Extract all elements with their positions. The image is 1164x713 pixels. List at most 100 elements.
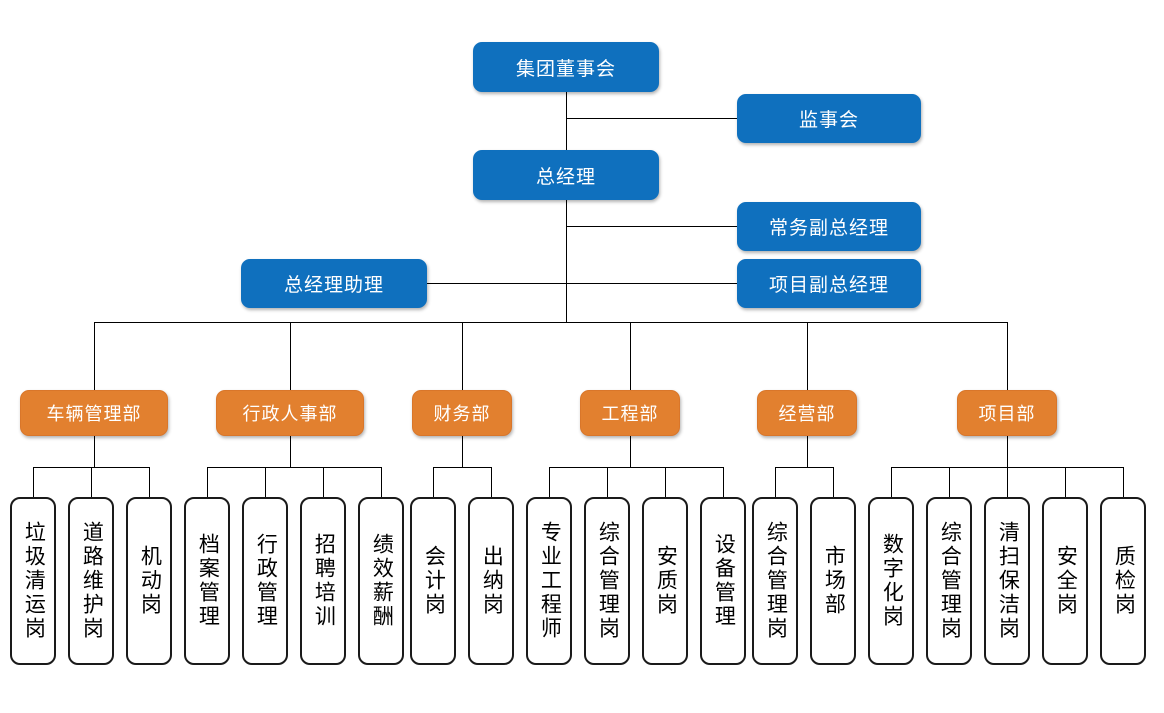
dept4-leaf-drop-4 xyxy=(723,467,724,497)
department-operations[interactable]: 经营部 xyxy=(757,390,857,436)
position-label: 数字化岗 xyxy=(880,533,904,629)
position-label: 市场部 xyxy=(822,545,846,617)
position-box[interactable]: 安质岗 xyxy=(642,497,688,665)
department-admin-hr[interactable]: 行政人事部 xyxy=(216,390,364,436)
connector-spine-to-executive-vice-gm xyxy=(566,226,737,227)
dept5-stem xyxy=(807,436,808,467)
position-box[interactable]: 档案管理 xyxy=(184,497,230,665)
department-drop-5 xyxy=(807,322,808,390)
position-label: 行政管理 xyxy=(254,533,278,629)
dept4-bus xyxy=(549,467,724,468)
node-label: 常务副总经理 xyxy=(768,218,889,239)
department-drop-1 xyxy=(94,322,95,390)
dept5-leaf-drop-1 xyxy=(775,467,776,497)
position-label: 档案管理 xyxy=(196,533,220,629)
department-drop-2 xyxy=(290,322,291,390)
position-box[interactable]: 绩效薪酬 xyxy=(358,497,404,665)
node-label: 总经理助理 xyxy=(283,275,384,296)
dept1-stem xyxy=(94,436,95,467)
position-box[interactable]: 安全岗 xyxy=(1042,497,1088,665)
position-box[interactable]: 综合管理岗 xyxy=(926,497,972,665)
department-bus-left xyxy=(94,322,566,323)
dept6-leaf-drop-3 xyxy=(1007,467,1008,497)
dept6-leaf-drop-2 xyxy=(949,467,950,497)
position-label: 招聘培训 xyxy=(312,533,336,629)
dept4-leaf-drop-1 xyxy=(549,467,550,497)
department-label: 行政人事部 xyxy=(242,404,338,424)
node-board-of-directors[interactable]: 集团董事会 xyxy=(473,42,659,92)
position-box[interactable]: 市场部 xyxy=(810,497,856,665)
dept4-leaf-drop-2 xyxy=(607,467,608,497)
position-label: 绩效薪酬 xyxy=(370,533,394,629)
department-drop-3 xyxy=(462,322,463,390)
node-gm-assistant[interactable]: 总经理助理 xyxy=(241,259,427,308)
position-box[interactable]: 质检岗 xyxy=(1100,497,1146,665)
position-box[interactable]: 出纳岗 xyxy=(468,497,514,665)
node-project-vice-gm[interactable]: 项目副总经理 xyxy=(737,259,921,308)
department-project[interactable]: 项目部 xyxy=(957,390,1057,436)
dept6-leaf-drop-4 xyxy=(1065,467,1066,497)
department-vehicle-management[interactable]: 车辆管理部 xyxy=(20,390,168,436)
dept6-leaf-drop-1 xyxy=(891,467,892,497)
dept2-leaf-drop-3 xyxy=(323,467,324,497)
node-executive-vice-gm[interactable]: 常务副总经理 xyxy=(737,202,921,251)
node-supervisory-board[interactable]: 监事会 xyxy=(737,94,921,143)
department-finance[interactable]: 财务部 xyxy=(412,390,512,436)
node-general-manager[interactable]: 总经理 xyxy=(473,150,659,200)
position-label: 出纳岗 xyxy=(480,545,504,617)
position-box[interactable]: 数字化岗 xyxy=(868,497,914,665)
position-label: 清扫保洁岗 xyxy=(996,521,1020,641)
department-label: 工程部 xyxy=(601,404,659,424)
connector-gm-spine-down xyxy=(566,200,567,323)
dept5-leaf-drop-2 xyxy=(833,467,834,497)
department-label: 经营部 xyxy=(778,404,836,424)
department-label: 项目部 xyxy=(978,404,1036,424)
position-box[interactable]: 垃圾清运岗 xyxy=(10,497,56,665)
position-label: 设备管理 xyxy=(712,533,736,629)
position-label: 综合管理岗 xyxy=(938,521,962,641)
dept2-bus xyxy=(207,467,382,468)
connector-gm-assistant-to-spine xyxy=(427,283,566,284)
node-label: 集团董事会 xyxy=(515,58,616,80)
position-box[interactable]: 行政管理 xyxy=(242,497,288,665)
position-box[interactable]: 道路维护岗 xyxy=(68,497,114,665)
department-label: 车辆管理部 xyxy=(46,404,142,424)
position-box[interactable]: 设备管理 xyxy=(700,497,746,665)
department-drop-6 xyxy=(1007,322,1008,390)
dept4-leaf-drop-3 xyxy=(665,467,666,497)
dept2-stem xyxy=(290,436,291,467)
position-label: 综合管理岗 xyxy=(596,521,620,641)
dept1-leaf-drop-2 xyxy=(91,467,92,497)
dept4-stem xyxy=(630,436,631,467)
connector-spine-to-project-vice-gm xyxy=(566,283,737,284)
position-box[interactable]: 会计岗 xyxy=(410,497,456,665)
position-label: 安质岗 xyxy=(654,545,678,617)
dept2-leaf-drop-4 xyxy=(381,467,382,497)
department-drop-4 xyxy=(630,322,631,390)
position-box[interactable]: 综合管理岗 xyxy=(584,497,630,665)
dept3-bus xyxy=(433,467,492,468)
dept1-leaf-drop-3 xyxy=(149,467,150,497)
node-label: 项目副总经理 xyxy=(768,275,889,296)
node-label: 总经理 xyxy=(535,166,596,188)
department-label: 财务部 xyxy=(433,404,491,424)
dept3-stem xyxy=(462,436,463,467)
dept1-leaf-drop-1 xyxy=(33,467,34,497)
department-bus-right xyxy=(566,322,1008,323)
position-label: 机动岗 xyxy=(138,545,162,617)
position-box[interactable]: 专业工程师 xyxy=(526,497,572,665)
dept2-leaf-drop-2 xyxy=(265,467,266,497)
position-box[interactable]: 招聘培训 xyxy=(300,497,346,665)
dept3-leaf-drop-2 xyxy=(491,467,492,497)
position-label: 安全岗 xyxy=(1054,545,1078,617)
position-box[interactable]: 综合管理岗 xyxy=(752,497,798,665)
connector-board-to-gm xyxy=(566,92,567,150)
position-box[interactable]: 清扫保洁岗 xyxy=(984,497,1030,665)
dept3-leaf-drop-1 xyxy=(433,467,434,497)
position-label: 会计岗 xyxy=(422,545,446,617)
department-engineering[interactable]: 工程部 xyxy=(580,390,680,436)
dept6-leaf-drop-5 xyxy=(1123,467,1124,497)
position-label: 垃圾清运岗 xyxy=(22,521,46,641)
position-box[interactable]: 机动岗 xyxy=(126,497,172,665)
